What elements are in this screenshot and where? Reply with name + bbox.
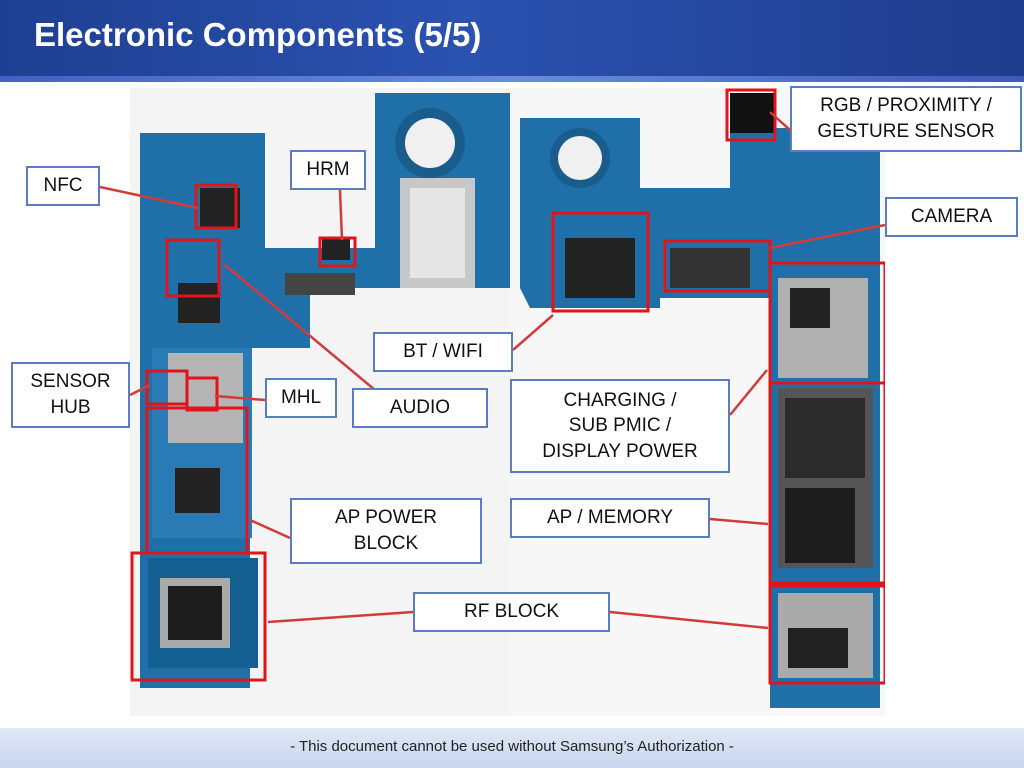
slide-title: Electronic Components (5/5) [34, 16, 482, 53]
label-ap-memory: AP / MEMORY [510, 498, 710, 538]
label-audio: AUDIO [352, 388, 488, 428]
label-bt-wifi: BT / WIFI [373, 332, 513, 372]
label-sensor-hub: SENSOR HUB [11, 362, 130, 428]
footer-notice: - This document cannot be used without S… [290, 738, 734, 755]
rf-right-highlight [768, 584, 885, 685]
hrm-highlight [318, 236, 357, 268]
label-rf-block: RF BLOCK [413, 592, 610, 632]
rf-left-highlight [130, 551, 267, 682]
ap-memory-highlight [768, 381, 885, 585]
label-mhl: MHL [265, 378, 337, 418]
right-board [520, 93, 880, 708]
label-nfc: NFC [26, 166, 100, 206]
bt-wifi-highlight [551, 211, 650, 313]
slide-header [0, 0, 1024, 82]
highlight-boxes [130, 88, 885, 685]
audio-chip-highlight [165, 238, 221, 298]
mhl-highlight [185, 376, 219, 412]
label-ap-power-block: AP POWER BLOCK [290, 498, 482, 564]
label-hrm: HRM [290, 150, 366, 190]
label-camera: CAMERA [885, 197, 1018, 237]
label-rgb-proximity-gesture: RGB / PROXIMITY / GESTURE SENSOR [790, 86, 1022, 152]
slide-footer [0, 728, 1024, 768]
label-charging-pmic-display: CHARGING / SUB PMIC / DISPLAY POWER [510, 379, 730, 473]
